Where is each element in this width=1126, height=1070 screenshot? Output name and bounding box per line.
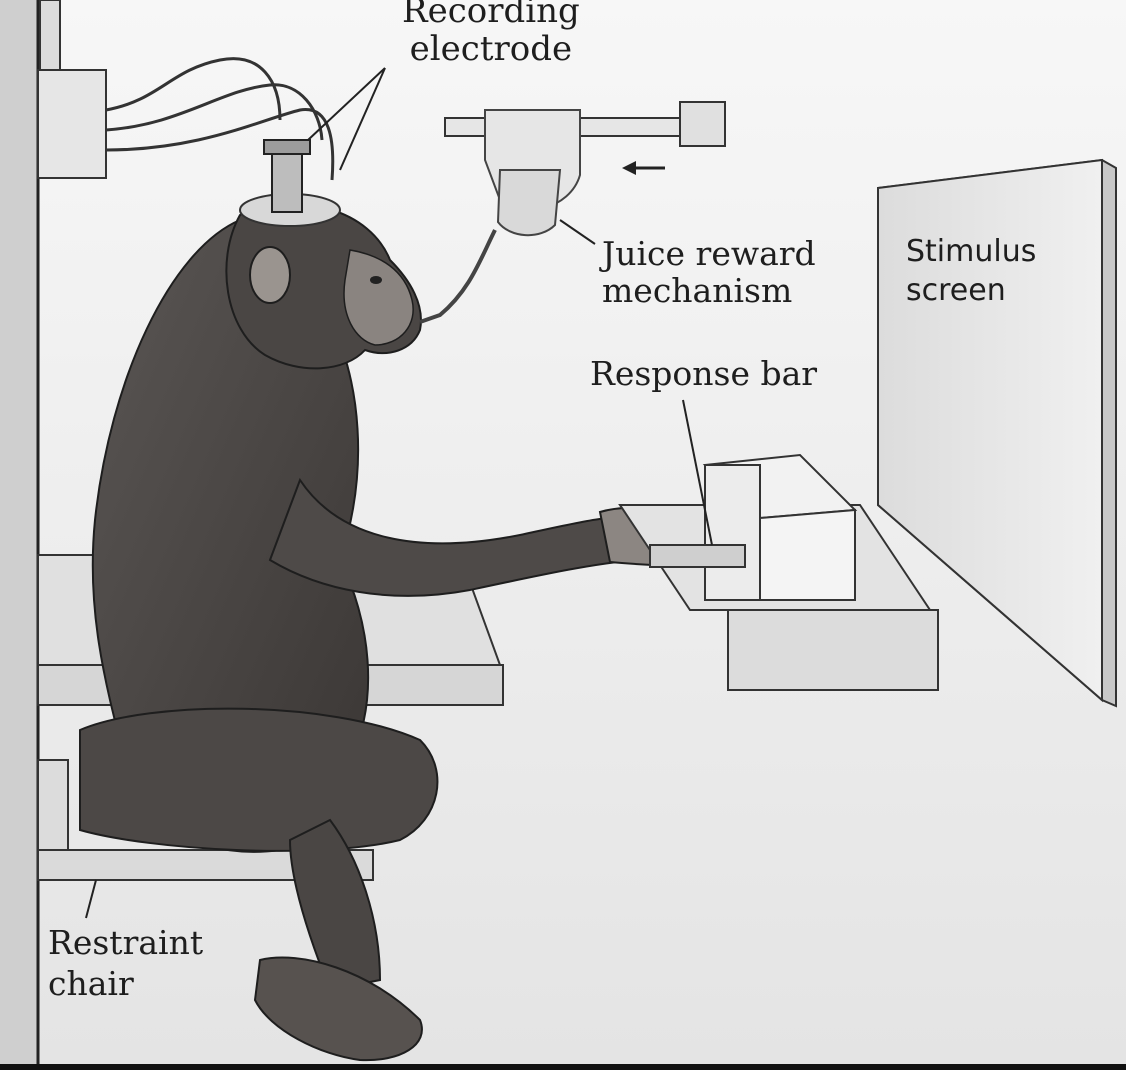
electrode-leader-1 (307, 67, 386, 141)
monkey (79, 203, 746, 1062)
juice-reward-apparatus (419, 101, 726, 324)
restraint-chair-label: Restraint chair (48, 923, 204, 1004)
bottom-border (0, 1064, 1126, 1070)
electrode-leader-2 (339, 67, 386, 171)
response-bar-apparatus (618, 399, 939, 691)
left-wall (0, 0, 40, 1070)
juice-reward-label: Juice reward mechanism (602, 234, 816, 310)
amplifier-box (37, 0, 335, 181)
electrode-chamber (239, 139, 341, 227)
recording-electrode-label: Recording electrode (402, 0, 580, 70)
response-bar-label: Response bar (590, 354, 818, 393)
stimulus-screen-label: Stimulus screen (906, 234, 1037, 308)
stimulus-screen (877, 158, 1117, 708)
